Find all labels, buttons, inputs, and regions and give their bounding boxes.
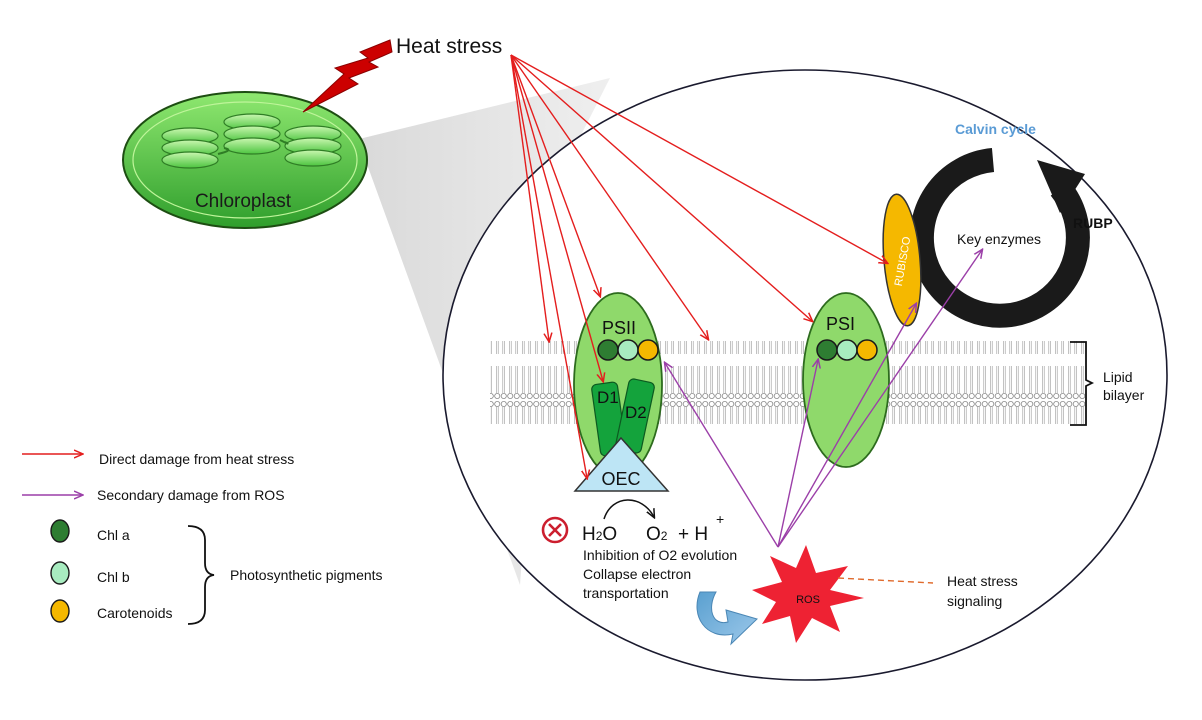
ros-arrow-to-enzymes (777, 250, 982, 548)
signaling-dashed-line (837, 577, 934, 584)
legend-carotenoid-icon (50, 599, 70, 623)
o2-sub: 2 (661, 529, 668, 543)
h2o-sub: 2 (596, 529, 603, 543)
legend-pigments-label: Photosynthetic pigments (230, 567, 383, 583)
arrow-to-psii (510, 54, 600, 296)
psi-label: PSI (826, 314, 855, 334)
calvin-cycle-ring (909, 148, 1090, 328)
arrow-to-lipid (510, 54, 708, 339)
ros-burst-icon (752, 545, 864, 643)
heat-stress-label: Heat stress (396, 35, 502, 58)
psi-chl-a-icon (816, 339, 838, 361)
reaction-arrow (603, 499, 654, 519)
arrow-to-psi (510, 54, 812, 321)
ros-arrow-to-psii (665, 363, 779, 548)
lightning-bolt-icon (302, 39, 393, 113)
inhibition-text-line3: transportation (583, 585, 669, 601)
calvin-cycle-arrowhead (1037, 160, 1085, 213)
psii-label: PSII (602, 318, 636, 338)
plus-h-label: + H (678, 524, 708, 545)
oec-triangle (573, 436, 670, 492)
arrow-to-d1 (510, 54, 603, 381)
oec-label: OEC (601, 469, 640, 489)
chloroplast-icon (122, 91, 368, 229)
lipid-label-line2: bilayer (1103, 387, 1145, 403)
lipid-bilayer-bracket (1070, 341, 1095, 426)
psi-chl-b-icon (836, 339, 858, 361)
plus-superscript: + (716, 511, 724, 527)
legend-chl-a-icon (50, 519, 70, 543)
key-enzymes-label: Key enzymes (957, 231, 1041, 247)
lipid-label-line1: Lipid (1103, 369, 1133, 385)
legend-chl-b-icon (50, 561, 70, 585)
arrow-to-oec (510, 54, 587, 478)
arrow-to-membrane (510, 54, 549, 341)
h2o-formula: H2O (582, 524, 617, 545)
signaling-label-line1: Heat stress (947, 573, 1018, 589)
psii-chl-a-icon (597, 339, 619, 361)
legend-chl-a-label: Chl a (97, 527, 130, 543)
d2-label: D2 (625, 403, 647, 422)
psi-complex (802, 292, 890, 468)
ros-label: ROS (796, 594, 820, 606)
h2o-h: H (582, 524, 596, 545)
o2-o: O (646, 524, 661, 545)
legend: Direct damage from heat stress Secondary… (22, 451, 383, 625)
ros-damage-arrows (665, 250, 982, 548)
calvin-cycle-title: Calvin cycle (955, 121, 1036, 137)
signaling-label-line2: signaling (947, 593, 1002, 609)
inhibition-x-mark (548, 523, 562, 537)
psii-carotenoid-icon (637, 339, 659, 361)
ros-arrow-to-rubisco (777, 304, 916, 548)
legend-brace (187, 525, 215, 625)
psi-carotenoid-icon (856, 339, 878, 361)
legend-direct-label: Direct damage from heat stress (99, 451, 294, 467)
direct-damage-arrows (510, 54, 887, 478)
ros-arrow-to-psi (777, 360, 818, 548)
legend-ros-label: Secondary damage from ROS (97, 487, 285, 503)
rubp-label: RUBP (1073, 215, 1113, 231)
legend-chl-b-label: Chl b (97, 569, 130, 585)
arrow-to-rubisco (510, 54, 887, 263)
psii-chl-b-icon (617, 339, 639, 361)
inhibition-text-line2: Collapse electron (583, 566, 691, 582)
h2o-o: O (602, 524, 617, 545)
o2-formula: O2 (646, 524, 668, 545)
d1-label: D1 (597, 388, 619, 407)
legend-carotenoid-label: Carotenoids (97, 605, 173, 621)
inhibition-text-line1: Inhibition of O2 evolution (583, 547, 737, 563)
feedback-arrow-icon (696, 591, 758, 646)
chloroplast-label: Chloroplast (195, 191, 292, 212)
